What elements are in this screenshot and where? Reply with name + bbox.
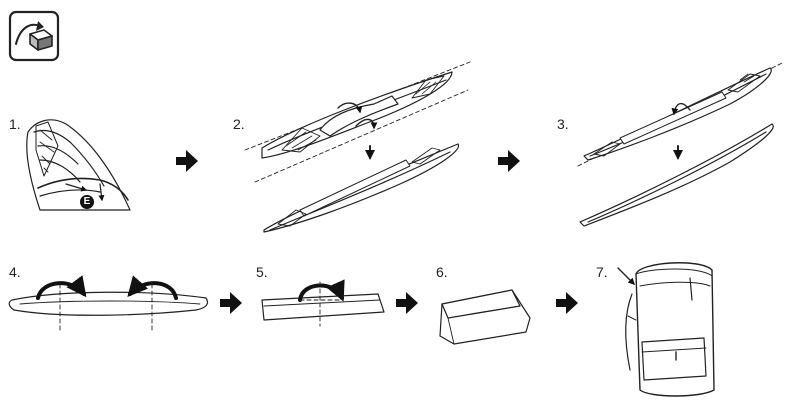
right-arrow-icon — [556, 292, 578, 314]
step-number: 2. — [233, 117, 245, 131]
step-number: 6. — [436, 265, 448, 279]
step-4-illustration — [9, 283, 207, 330]
step-number: 1. — [9, 117, 21, 131]
step-number: 5. — [256, 265, 268, 279]
step-2-illustration — [245, 62, 470, 232]
callout-badge-e: E — [80, 195, 94, 209]
step-1-illustration — [27, 120, 130, 210]
step-6-illustration — [440, 290, 530, 344]
right-arrow-icon — [220, 292, 242, 314]
step-3-illustration — [578, 62, 784, 226]
backpack-bag-icon — [618, 263, 714, 396]
right-arrow-icon — [396, 292, 418, 314]
step-number: 3. — [557, 117, 569, 131]
step-number: 4. — [9, 265, 21, 279]
step-5-illustration — [262, 282, 384, 326]
right-arrow-icon — [176, 150, 198, 172]
step-number: 7. — [596, 265, 608, 279]
right-arrow-icon — [498, 150, 520, 172]
pack-up-kayak-icon — [10, 12, 58, 60]
